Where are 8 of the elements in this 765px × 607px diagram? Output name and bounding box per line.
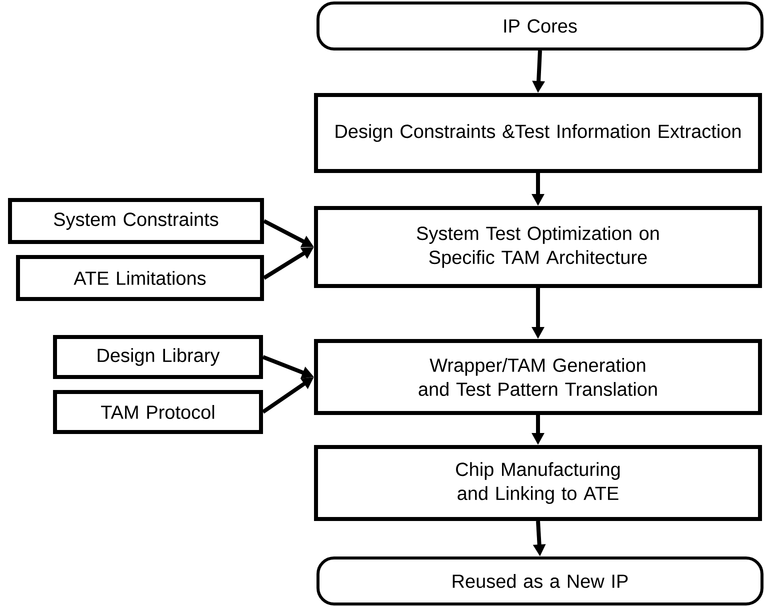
input-box: System Constraints: [8, 198, 264, 244]
process-box: System Test Optimization on Specific TAM Architecture: [314, 206, 762, 288]
input-box: Design Library: [53, 335, 263, 379]
process-box: Chip Manufacturing and Linking to ATE: [314, 445, 762, 521]
input-box: TAM Protocol: [53, 390, 263, 434]
input-box: ATE Limitations: [16, 255, 264, 301]
process-box: Design Constraints &Test Information Extraction: [314, 93, 762, 173]
process-box: Wrapper/TAM Generation and Test Pattern Translation: [314, 339, 762, 415]
